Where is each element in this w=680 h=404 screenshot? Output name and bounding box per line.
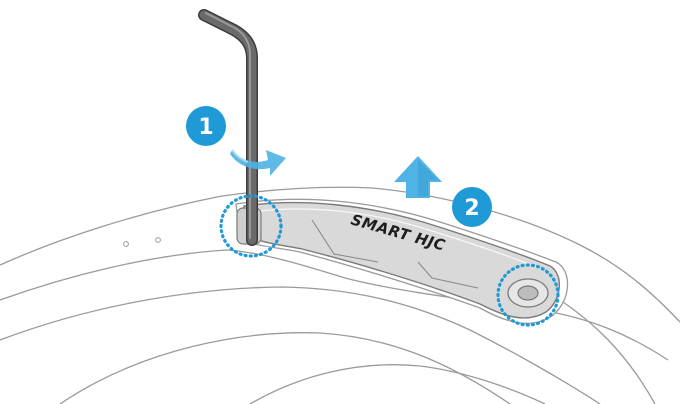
helmet-contour-1 <box>0 286 601 404</box>
step-badge-1: 1 <box>186 106 226 146</box>
highlight-circle-left-screw <box>219 194 283 258</box>
bracket-groove-2 <box>417 261 479 289</box>
helmet-rim-outer <box>0 186 680 323</box>
bracket-edge-highlight <box>251 208 545 271</box>
hex-key-tool <box>198 9 258 246</box>
bracket-body <box>243 201 560 319</box>
bracket-screw-hole-inner <box>517 285 539 301</box>
shell-hole <box>155 237 161 243</box>
highlight-circle-right-screw <box>496 263 560 327</box>
svg-text:2: 2 <box>464 196 479 221</box>
helmet-contour-3 <box>249 364 546 404</box>
step-badge-2: 2 <box>452 187 492 227</box>
curved-arrow-icon <box>230 149 286 176</box>
helmet-contour-4 <box>559 299 656 404</box>
shell-hole <box>123 241 129 247</box>
helmet-contour-2 <box>59 332 511 404</box>
bracket-groove-1 <box>311 219 379 263</box>
helmet-rim-inner <box>0 249 669 361</box>
svg-text:1: 1 <box>198 115 213 140</box>
up-arrow-icon <box>394 156 442 198</box>
helmet-shell <box>0 186 680 404</box>
hex-key-shine <box>205 12 251 239</box>
